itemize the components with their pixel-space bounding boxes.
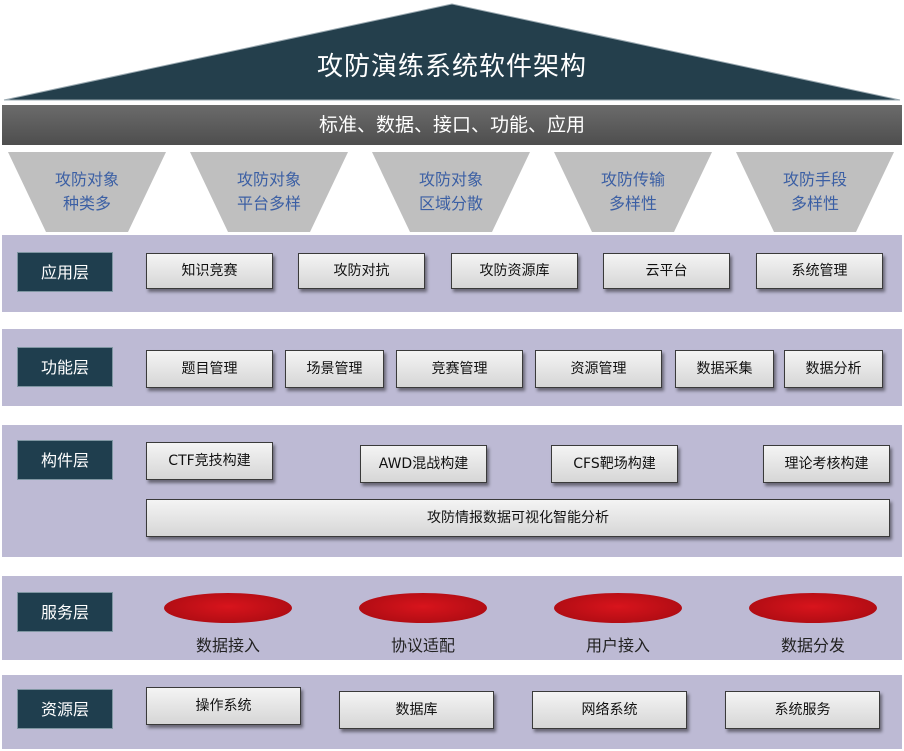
func-item-scene-management[interactable]: 场景管理 <box>285 350 384 388</box>
res-item-database[interactable]: 数据库 <box>339 691 494 729</box>
component-layer-panel: 构件层 CTF竞技构建 AWD混战构建 CFS靶场构建 理论考核构建 攻防情报数… <box>2 425 902 557</box>
comp-item-ctf[interactable]: CTF竞技构建 <box>146 442 273 480</box>
funnel-5-line1: 攻防手段 <box>782 170 847 189</box>
service-label-user-access: 用户接入 <box>585 636 650 655</box>
service-label-protocol-adapt: 协议适配 <box>390 636 455 655</box>
func-item-question-management[interactable]: 题目管理 <box>146 350 273 388</box>
funnel-3: 攻防对象区域分散 <box>372 152 530 232</box>
func-item-resource-management[interactable]: 资源管理 <box>535 350 662 388</box>
service-node-data-distribution[interactable] <box>749 593 877 623</box>
application-layer-panel: 应用层 知识竞赛 攻防对抗 攻防资源库 云平台 系统管理 <box>2 235 902 312</box>
funnel-1: 攻防对象种类多 <box>8 152 166 232</box>
comp-item-theory-exam[interactable]: 理论考核构建 <box>763 445 890 483</box>
funnel-2-line2: 平台多样 <box>236 194 301 213</box>
comp-item-cfs[interactable]: CFS靶场构建 <box>551 445 678 483</box>
service-node-protocol-adapt[interactable] <box>359 593 487 623</box>
funnel-2: 攻防对象平台多样 <box>190 152 348 232</box>
funnel-3-line1: 攻防对象 <box>418 170 483 189</box>
roof-shape <box>3 3 901 101</box>
app-item-attack-defense[interactable]: 攻防对抗 <box>298 253 425 289</box>
comp-item-awd[interactable]: AWD混战构建 <box>360 445 487 483</box>
funnel-1-line1: 攻防对象 <box>54 170 119 189</box>
app-item-system-management[interactable]: 系统管理 <box>756 253 883 289</box>
funnel-4-line2: 多样性 <box>608 194 657 213</box>
service-node-user-access[interactable] <box>554 593 682 623</box>
service-layer-panel: 服务层 数据接入 协议适配 用户接入 数据分发 <box>2 576 902 660</box>
funnel-4-line1: 攻防传输 <box>600 170 665 189</box>
funnel-1-line2: 种类多 <box>62 194 111 213</box>
function-layer-panel: 功能层 题目管理 场景管理 竞赛管理 资源管理 数据采集 数据分析 <box>2 329 902 406</box>
comp-item-visual-analytics[interactable]: 攻防情报数据可视化智能分析 <box>146 499 890 537</box>
standards-band: 标准、数据、接口、功能、应用 <box>2 105 902 145</box>
funnel-4: 攻防传输多样性 <box>554 152 712 232</box>
func-item-data-analysis[interactable]: 数据分析 <box>784 350 883 388</box>
res-item-system-services[interactable]: 系统服务 <box>725 691 880 729</box>
diagram-title: 攻防演练系统软件架构 <box>316 52 587 82</box>
resource-layer-panel: 资源层 操作系统 数据库 网络系统 系统服务 <box>2 675 902 749</box>
app-item-resource-library[interactable]: 攻防资源库 <box>451 253 578 289</box>
service-layer-label: 服务层 <box>17 592 113 632</box>
service-label-data-access: 数据接入 <box>195 636 260 655</box>
func-item-data-collection[interactable]: 数据采集 <box>675 350 774 388</box>
app-item-knowledge-contest[interactable]: 知识竞赛 <box>146 253 273 289</box>
component-layer-label: 构件层 <box>17 440 113 480</box>
res-item-os[interactable]: 操作系统 <box>146 687 301 725</box>
funnel-2-line1: 攻防对象 <box>236 170 301 189</box>
function-layer-label: 功能层 <box>17 347 113 387</box>
app-item-cloud-platform[interactable]: 云平台 <box>603 253 730 289</box>
funnel-5: 攻防手段多样性 <box>736 152 894 232</box>
application-layer-label: 应用层 <box>17 252 113 292</box>
res-item-network[interactable]: 网络系统 <box>532 691 687 729</box>
func-item-contest-management[interactable]: 竞赛管理 <box>396 350 523 388</box>
service-node-data-access[interactable] <box>164 593 292 623</box>
funnel-3-line2: 区域分散 <box>418 194 483 213</box>
service-label-data-distribution: 数据分发 <box>780 636 845 655</box>
resource-layer-label: 资源层 <box>17 689 113 729</box>
funnel-5-line2: 多样性 <box>790 194 839 213</box>
